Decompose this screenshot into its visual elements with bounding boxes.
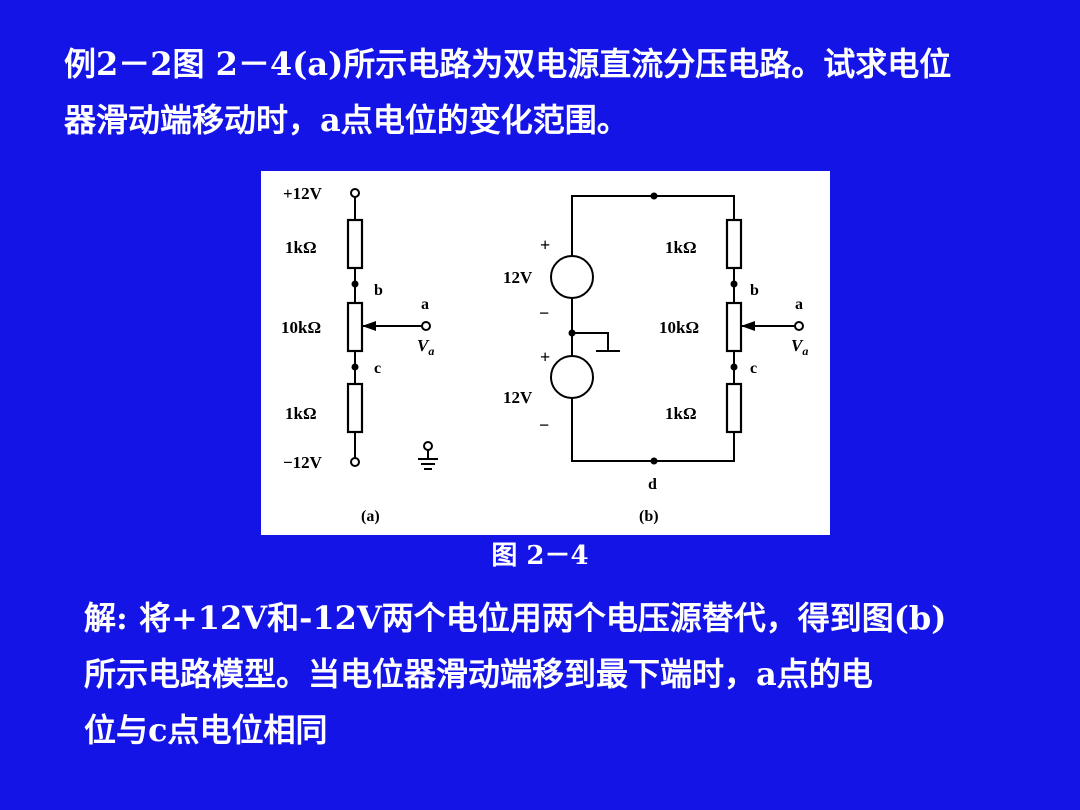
b-source-bottom-plus: + xyxy=(540,347,550,367)
b-r-pot-label: 10kΩ xyxy=(659,318,699,337)
b-node-b-label: b xyxy=(750,282,759,299)
b-wiper-arrow xyxy=(741,321,755,331)
a-node-a-label: a xyxy=(421,296,429,313)
a-sub-label: (a) xyxy=(361,508,380,525)
b-node-b-dot xyxy=(730,280,738,288)
b-node-c-dot xyxy=(730,363,738,371)
b-r-bottom-label: 1kΩ xyxy=(665,404,697,423)
a-node-c-dot xyxy=(351,363,359,371)
b-source-bottom-minus: − xyxy=(539,415,549,435)
circuit-a: +12V 1kΩ b 10kΩ a Va c 1kΩ −12V xyxy=(281,184,438,525)
b-node-c-label: c xyxy=(750,360,757,377)
a-node-c-label: c xyxy=(374,360,381,377)
circuit-b: d + − 12V + − 12V 1kΩ b 10kΩ xyxy=(503,192,808,525)
b-resistor-top xyxy=(725,218,743,270)
a-node-b-dot xyxy=(351,280,359,288)
a-va-label: Va xyxy=(417,336,434,358)
problem-line-1: 例2－2图 2－4(a)所示电路为双电源直流分压电路。试求电位 xyxy=(64,45,952,83)
a-r-bottom-label: 1kΩ xyxy=(285,404,317,423)
b-resistor-bottom xyxy=(725,382,743,434)
a-node-b-label: b xyxy=(374,282,383,299)
problem-statement: 例2－2图 2－4(a)所示电路为双电源直流分压电路。试求电位 器滑动端移动时，… xyxy=(64,36,1044,148)
b-source-top-plus: + xyxy=(540,235,550,255)
solution-text: 解: 将+12V和-12V两个电位用两个电压源替代，得到图(b) 所示电路模型。… xyxy=(84,590,1044,758)
b-source-top-minus: − xyxy=(539,303,549,323)
b-node-a-label: a xyxy=(795,296,803,313)
b-node-a-terminal xyxy=(794,321,804,331)
solution-line-1: 解: 将+12V和-12V两个电位用两个电压源替代，得到图(b) xyxy=(84,599,947,637)
a-r-top-label: 1kΩ xyxy=(285,238,317,257)
b-va-label: Va xyxy=(791,336,808,358)
b-sub-label: (b) xyxy=(639,508,659,525)
b-source-bottom-label: 12V xyxy=(503,388,533,407)
a-wiper-arrow xyxy=(362,321,376,331)
problem-line-2: 器滑动端移动时，a点电位的变化范围。 xyxy=(64,101,629,139)
circuit-figure: +12V 1kΩ b 10kΩ a Va c 1kΩ −12V xyxy=(261,171,830,535)
ground-icon xyxy=(418,441,438,470)
a-potentiometer xyxy=(346,301,364,353)
a-top-supply-label: +12V xyxy=(283,184,323,203)
a-resistor-top xyxy=(346,218,364,270)
solution-line-2: 所示电路模型。当电位器滑动端移到最下端时，a点的电 xyxy=(84,655,873,693)
b-voltage-source-bottom xyxy=(550,355,594,399)
b-source-top-label: 12V xyxy=(503,268,533,287)
figure-caption: 图 2－4 xyxy=(491,541,589,571)
b-voltage-source-top xyxy=(550,255,594,299)
b-r-top-label: 1kΩ xyxy=(665,238,697,257)
circuit-diagram: +12V 1kΩ b 10kΩ a Va c 1kΩ −12V xyxy=(281,184,808,525)
a-top-terminal xyxy=(350,188,360,198)
a-resistor-bottom xyxy=(346,382,364,434)
solution-line-3: 位与c点电位相同 xyxy=(84,711,328,749)
a-bottom-terminal xyxy=(350,457,360,467)
a-bottom-supply-label: −12V xyxy=(283,453,323,472)
a-node-a-terminal xyxy=(421,321,431,331)
b-potentiometer xyxy=(725,301,743,353)
a-r-pot-label: 10kΩ xyxy=(281,318,321,337)
b-node-d-dot xyxy=(650,457,658,465)
b-node-d-label: d xyxy=(648,476,657,493)
